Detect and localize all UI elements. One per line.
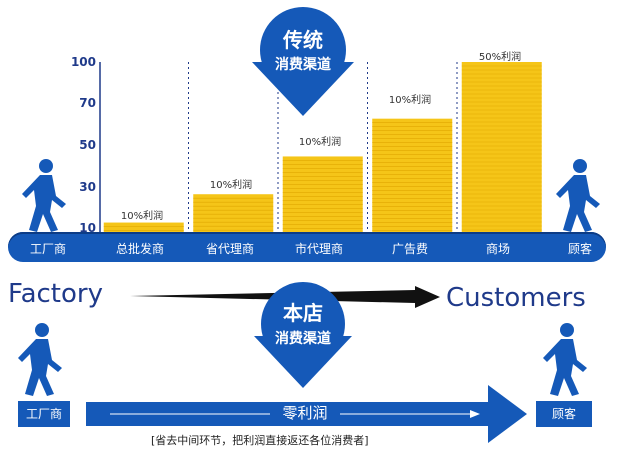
bottom-note: [省去中间环节，把利润直接返还各位消费者] bbox=[151, 434, 369, 447]
walker-icon bbox=[543, 323, 587, 396]
stage-label: 广告费 bbox=[391, 242, 428, 256]
bar-data-label: 10%利润 bbox=[209, 180, 253, 191]
factory-box: 工厂商 bbox=[18, 401, 70, 427]
customers-label: Customers bbox=[446, 283, 586, 313]
y-tick-label: 50 bbox=[79, 138, 96, 152]
bar bbox=[103, 222, 184, 232]
store-badge-title: 本店 bbox=[283, 301, 323, 325]
stage-label: 顾客 bbox=[567, 242, 592, 256]
stage-label: 工厂商 bbox=[29, 242, 66, 256]
stage-label: 商场 bbox=[485, 242, 510, 256]
bar bbox=[282, 156, 363, 232]
walker-icon bbox=[22, 159, 66, 232]
bar-data-label: 10%利润 bbox=[388, 95, 432, 106]
grid-lines bbox=[188, 62, 458, 232]
traditional-badge-title: 传统 bbox=[283, 28, 323, 52]
traditional-badge-subtitle: 消费渠道 bbox=[275, 57, 331, 73]
stage-label: 总批发商 bbox=[115, 242, 164, 256]
factory-label: Factory bbox=[8, 279, 103, 309]
bar-data-label: 10%利润 bbox=[120, 211, 164, 222]
bar bbox=[193, 194, 274, 232]
stage-label: 省代理商 bbox=[205, 242, 254, 256]
bar-data-label: 10%利润 bbox=[298, 137, 342, 148]
walker-icon bbox=[556, 159, 600, 232]
traditional-badge bbox=[252, 7, 354, 116]
bar-data-label: 50%利润 bbox=[478, 52, 522, 63]
store-badge-subtitle: 消费渠道 bbox=[275, 331, 331, 347]
channel-bar bbox=[8, 232, 606, 262]
y-tick-label: 100 bbox=[70, 55, 96, 69]
zero-profit-label: 零利润 bbox=[270, 402, 340, 423]
y-tick-label: 10 bbox=[79, 221, 96, 235]
y-tick-label: 30 bbox=[79, 180, 96, 194]
stage-label: 市代理商 bbox=[294, 242, 343, 256]
bars-group bbox=[103, 62, 542, 232]
store-badge bbox=[254, 282, 352, 388]
walker-icon bbox=[18, 323, 62, 396]
bar bbox=[372, 118, 453, 232]
customer-box: 顾客 bbox=[536, 401, 592, 427]
bar bbox=[461, 62, 542, 232]
y-tick-label: 70 bbox=[79, 96, 96, 110]
